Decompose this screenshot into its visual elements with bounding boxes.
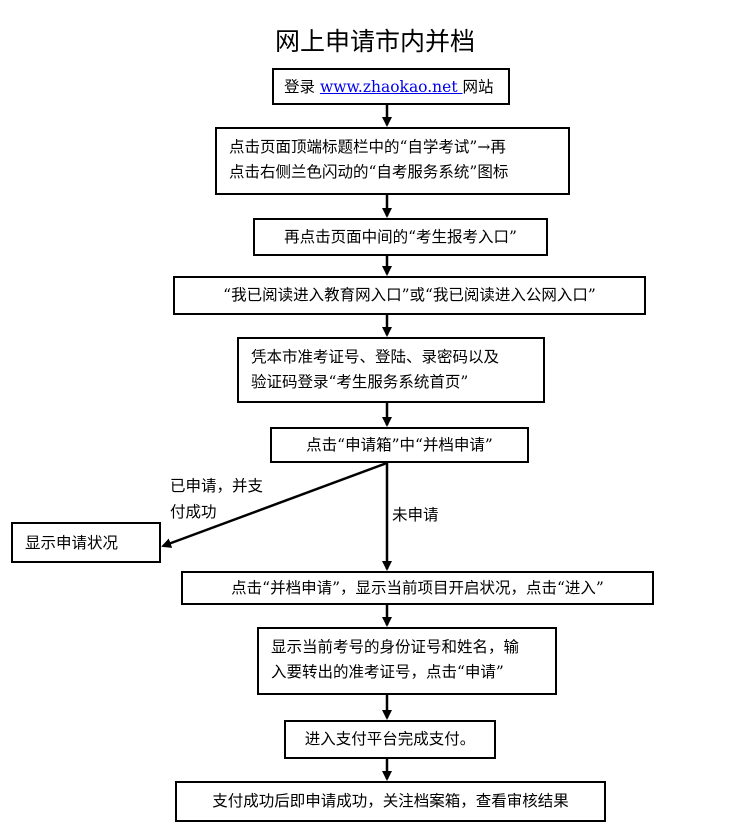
show-status-text: 显示申请状况 — [25, 534, 119, 552]
step-portal-box: “我已阅读进入教育网入口”或“我已阅读进入公网入口” — [173, 276, 646, 315]
branch-applied-line2: 付成功 — [170, 503, 217, 521]
step-result-text: 支付成功后即申请成功，关注档案箱，查看审核结果 — [212, 792, 569, 810]
branch-applied-label: 已申请，并支 付成功 — [170, 473, 263, 525]
step-zixue-line2: 点击右侧兰色闪动的“自考服务系统”图标 — [229, 163, 509, 181]
step-payment-box: 进入支付平台完成支付。 — [284, 720, 496, 759]
step-exam-entry-box: 再点击页面中间的“考生报考入口” — [253, 218, 548, 256]
step-result-box: 支付成功后即申请成功，关注档案箱，查看审核结果 — [175, 781, 606, 822]
step-credentials-line1: 凭本市准考证号、登陆、录密码以及 — [251, 348, 500, 366]
step-login-box: 登录 www.zhaokao.net 网站 — [272, 68, 510, 105]
step-merge-request-box: 点击“申请箱”中“并档申请” — [270, 427, 529, 463]
step-credentials-box: 凭本市准考证号、登陆、录密码以及 验证码登录“考生服务系统首页” — [237, 337, 545, 403]
step-exam-entry-text: 再点击页面中间的“考生报考入口” — [284, 228, 517, 246]
login-prefix-text: 登录 — [284, 78, 320, 96]
step-zixue-box: 点击页面顶端标题栏中的“自学考试”→再 点击右侧兰色闪动的“自考服务系统”图标 — [215, 127, 570, 195]
step-portal-text: “我已阅读进入教育网入口”或“我已阅读进入公网入口” — [223, 286, 596, 304]
step-zixue-line1: 点击页面顶端标题栏中的“自学考试”→再 — [229, 138, 506, 156]
login-suffix-text: 网站 — [462, 78, 494, 96]
step-merge-request-text: 点击“申请箱”中“并档申请” — [306, 436, 493, 454]
show-status-box: 显示申请状况 — [11, 522, 161, 563]
step-transfer-line2: 入要转出的准考证号，点击“申请” — [271, 663, 504, 681]
step-enter-text: 点击“并档申请”，显示当前项目开启状况，点击“进入” — [231, 579, 604, 597]
step-transfer-line1: 显示当前考号的身份证号和姓名，输 — [271, 638, 520, 656]
step-payment-text: 进入支付平台完成支付。 — [304, 730, 476, 748]
step-transfer-box: 显示当前考号的身份证号和姓名，输 入要转出的准考证号，点击“申请” — [257, 627, 557, 695]
step-enter-box: 点击“并档申请”，显示当前项目开启状况，点击“进入” — [181, 571, 654, 605]
branch-applied-line1: 已申请，并支 — [170, 477, 264, 495]
page-title: 网上申请市内并档 — [274, 27, 475, 56]
arrow-merge-to-show-status — [161, 461, 388, 548]
step-credentials-line2: 验证码登录“考生服务系统首页” — [251, 373, 469, 391]
branch-not-applied-label: 未申请 — [392, 506, 439, 524]
zhaokao-link[interactable]: www.zhaokao.net — [319, 78, 463, 96]
